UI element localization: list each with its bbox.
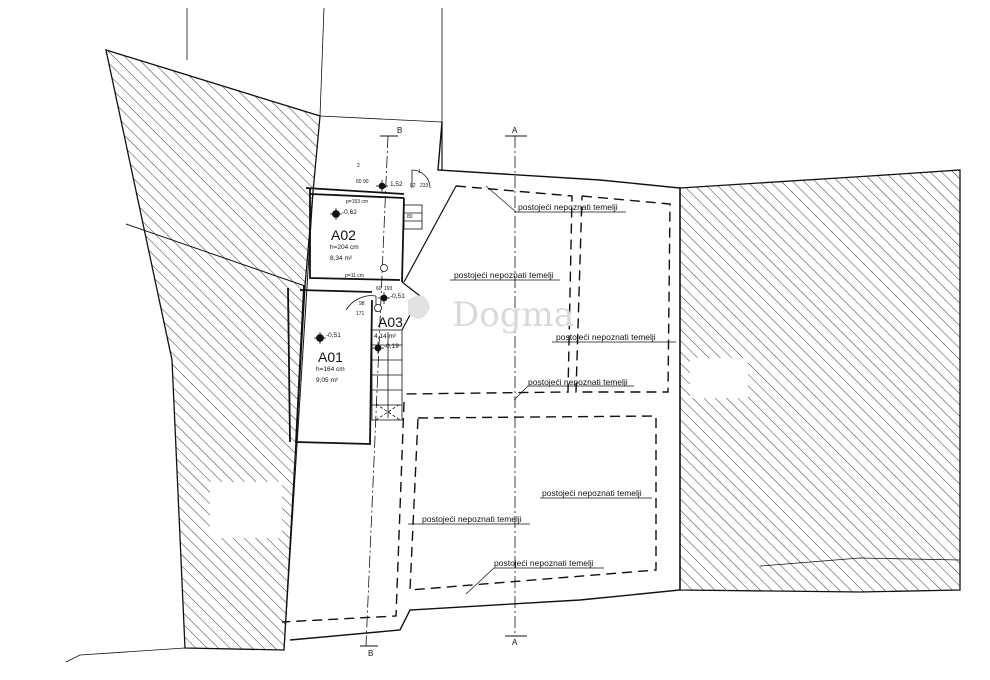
- dim-60b: 60: [376, 286, 382, 292]
- dim-60a: 60: [356, 179, 362, 185]
- section-a-top-label: A: [512, 126, 518, 135]
- dim-82: 82: [410, 183, 416, 189]
- foundation-note-5: postojeći nepoznati temelji: [542, 488, 642, 498]
- dim-p153: p=153 cm: [346, 199, 368, 205]
- room-a02-walls: [305, 187, 405, 283]
- dim-193: 193: [384, 286, 393, 292]
- foundation-note-leaders: [408, 185, 676, 595]
- foundation-note-6: postojeći nepoznati temelji: [422, 514, 522, 524]
- dim-p11: p=11 cm: [345, 273, 364, 279]
- section-b-bottom-label: B: [368, 649, 373, 658]
- watermark-text: Dogma: [452, 295, 574, 335]
- dim-98: 98: [359, 301, 365, 307]
- room-a03-level-2: -0,19: [384, 343, 399, 350]
- blank-patch: [210, 482, 282, 538]
- level-marker-icons: [314, 180, 390, 354]
- dim-233: 233: [420, 183, 429, 189]
- room-a03-level-1: -0,51: [390, 293, 405, 300]
- room-a01-area: 9,05 m²: [316, 377, 339, 384]
- foundation-note-1: postojeći nepoznati temelji: [518, 202, 618, 212]
- section-b-top-label: B: [397, 126, 402, 135]
- watermark-logo: Dogma: [408, 295, 574, 335]
- foundation-note-7: postojeći nepoznati temelji: [494, 558, 594, 568]
- hatched-neighbor-right: [679, 169, 961, 593]
- blank-patch: [690, 358, 748, 398]
- room-a02-level: -0,62: [342, 209, 357, 216]
- dim-171: 171: [356, 311, 365, 317]
- stair-a03: [371, 329, 403, 421]
- section-lines: [365, 135, 516, 647]
- dim-90: 90: [363, 179, 369, 185]
- dim-2: 2: [357, 163, 360, 169]
- hatched-neighbor-left: [105, 49, 321, 651]
- section-markers: [360, 135, 527, 647]
- building-outline: [283, 121, 681, 651]
- foundation-note-2: postojeći nepoznati temelji: [454, 270, 554, 280]
- foundation-outlines: [281, 185, 671, 623]
- foundation-note-4: postojeći nepoznati temelji: [528, 377, 628, 387]
- room-a01-walls: [287, 285, 373, 445]
- dim-80: 80: [407, 214, 413, 220]
- site-context-lines: [65, 7, 961, 663]
- room-a03-area: 4,14 m²: [374, 333, 397, 340]
- dim-1: 1: [418, 169, 421, 175]
- top-stair-level: 1,52: [390, 181, 403, 188]
- room-a02-code: A02: [331, 227, 356, 243]
- room-a02-height: h=204 cm: [330, 244, 359, 251]
- room-a01-level: -0,51: [326, 332, 341, 339]
- room-a01-height: h=164 cm: [316, 366, 345, 373]
- room-a01-code: A01: [318, 349, 343, 365]
- stair-upper: [403, 204, 423, 230]
- room-a03-code: A03: [378, 314, 403, 330]
- foundation-note-3: postojeći nepoznati temelji: [556, 332, 656, 342]
- room-a02-area: 8,34 m²: [330, 255, 353, 262]
- section-a-bottom-label: A: [512, 638, 518, 647]
